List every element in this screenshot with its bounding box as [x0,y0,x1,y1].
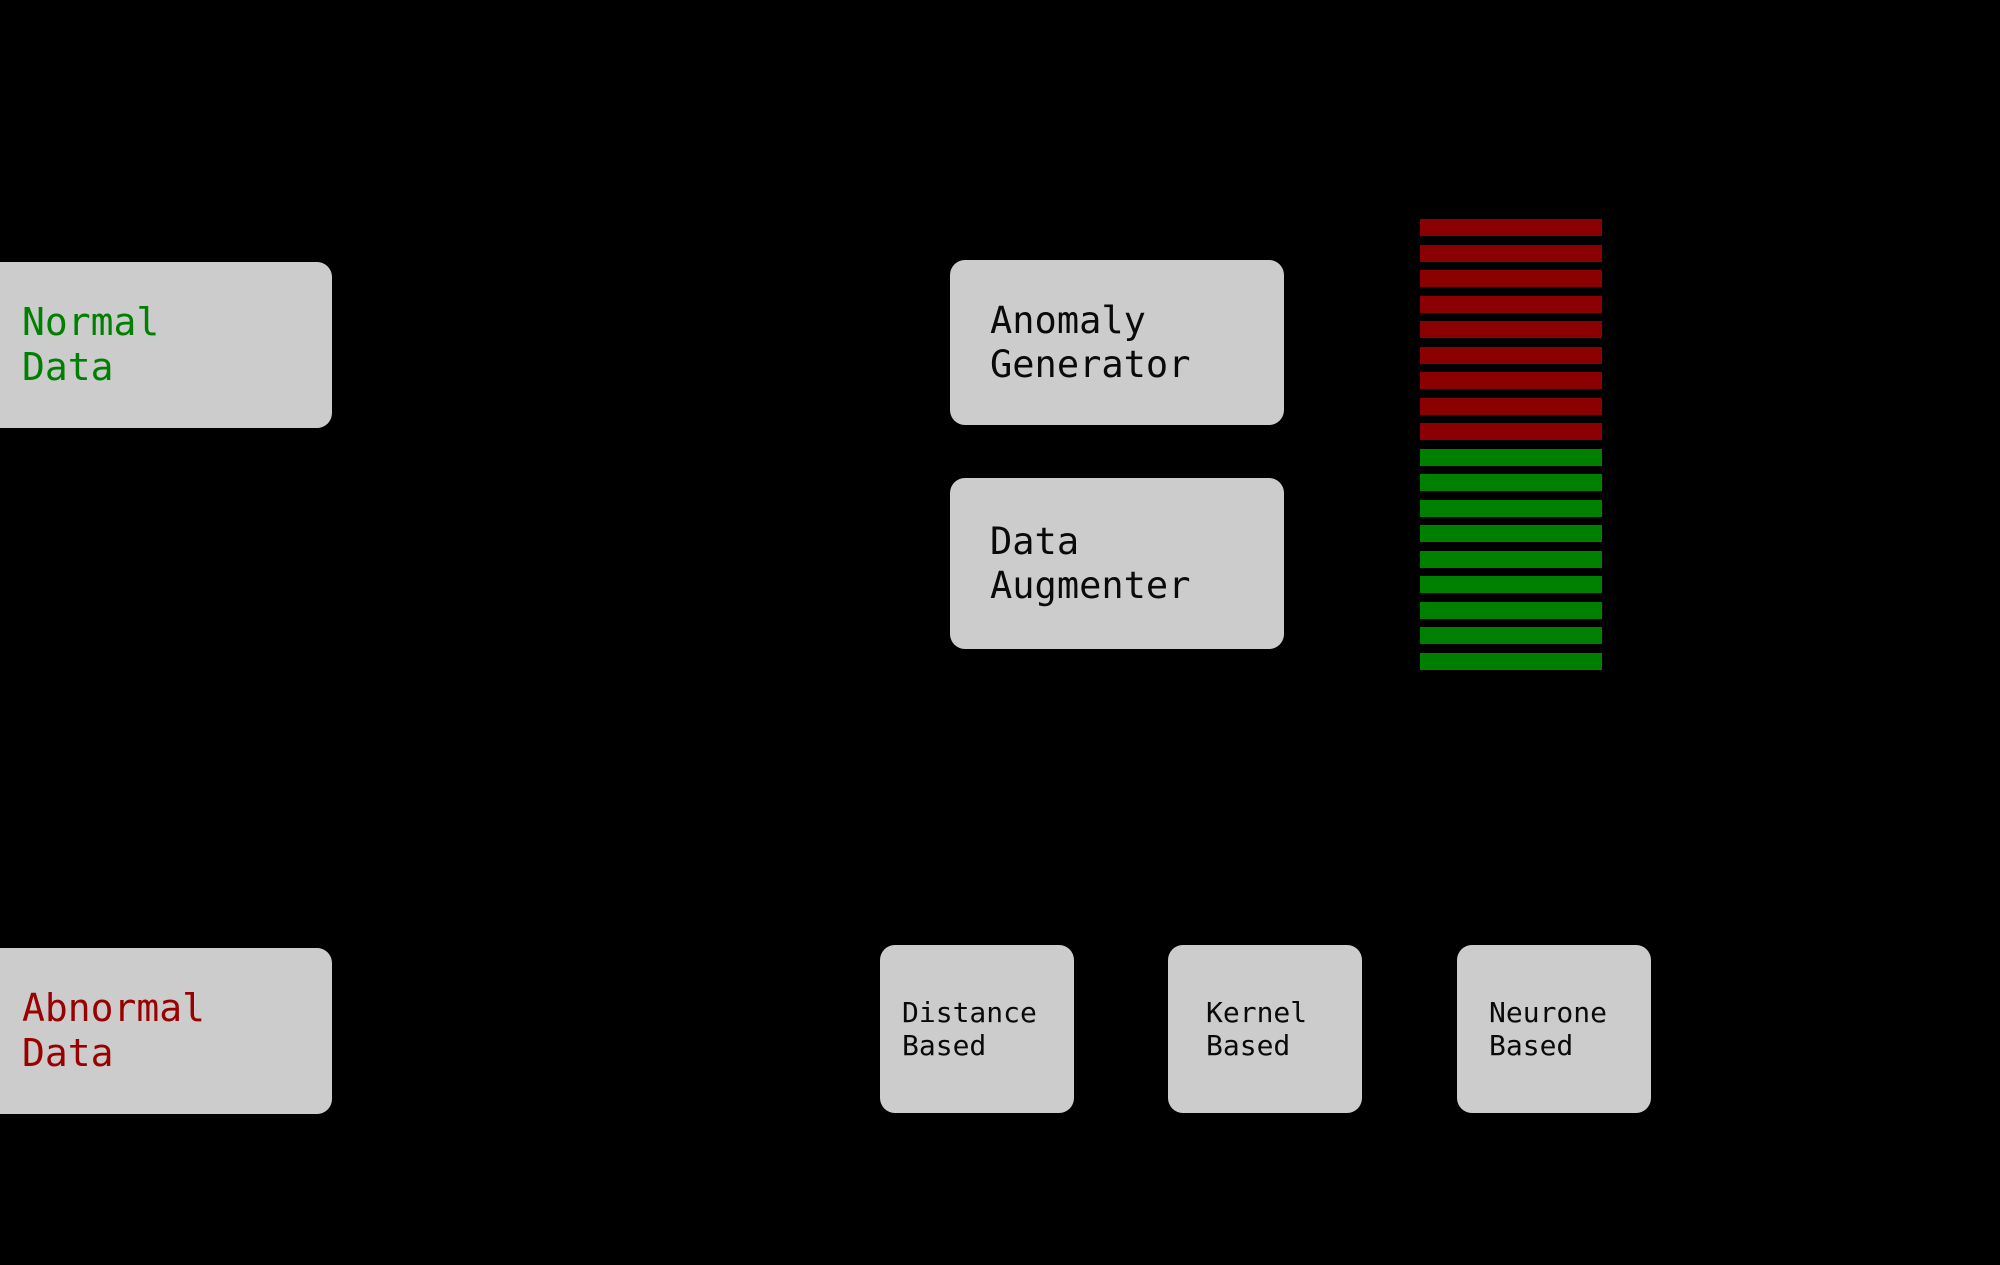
stripe-normal [1420,448,1602,466]
node-distance-based[interactable]: Distance Based [880,945,1074,1113]
node-anomaly-generator-line1: Anomaly [990,298,1146,342]
stripe-abnormal [1420,321,1602,338]
node-data-augmenter[interactable]: Data Augmenter [950,478,1284,649]
node-distance-based-line2: Based [902,1029,987,1062]
node-abnormal-data-line1: Abnormal [22,986,206,1031]
stripe-abnormal [1420,397,1602,415]
node-neurone-based-line2: Based [1489,1029,1574,1062]
node-neurone-based-line1: Neurone [1489,995,1608,1029]
node-normal-data-line2: Data [22,345,114,389]
stripe-abnormal [1420,295,1602,313]
node-anomaly-generator[interactable]: Anomaly Generator [950,260,1284,425]
stripe-normal [1420,601,1602,619]
stripe-normal [1420,550,1602,568]
node-data-augmenter-line1: Data [990,519,1080,563]
node-distance-based-line1: Distance [902,995,1037,1029]
mixed-dataset-stripes [1420,219,1602,679]
stripe-abnormal [1420,219,1602,236]
stripe-normal [1420,525,1602,542]
node-kernel-based-line2: Based [1206,1029,1291,1062]
stripe-normal [1420,652,1602,670]
stripe-abnormal [1420,372,1602,389]
node-kernel-based-line1: Kernel [1206,995,1308,1029]
stripe-abnormal [1420,270,1602,287]
stripe-abnormal [1420,244,1602,262]
node-kernel-based[interactable]: Kernel Based [1168,945,1362,1113]
stripe-abnormal [1420,346,1602,364]
node-anomaly-generator-line2: Generator [990,342,1191,386]
stripe-abnormal [1420,423,1602,440]
stripe-normal [1420,576,1602,593]
node-abnormal-data[interactable]: Abnormal Data [0,948,332,1114]
stripe-normal [1420,627,1602,644]
node-data-augmenter-line2: Augmenter [990,563,1191,607]
node-abnormal-data-line2: Data [22,1031,114,1075]
node-normal-data-line1: Normal [22,300,160,345]
node-normal-data[interactable]: Normal Data [0,262,332,428]
stripe-normal [1420,499,1602,517]
stripe-normal [1420,474,1602,491]
node-neurone-based[interactable]: Neurone Based [1457,945,1651,1113]
